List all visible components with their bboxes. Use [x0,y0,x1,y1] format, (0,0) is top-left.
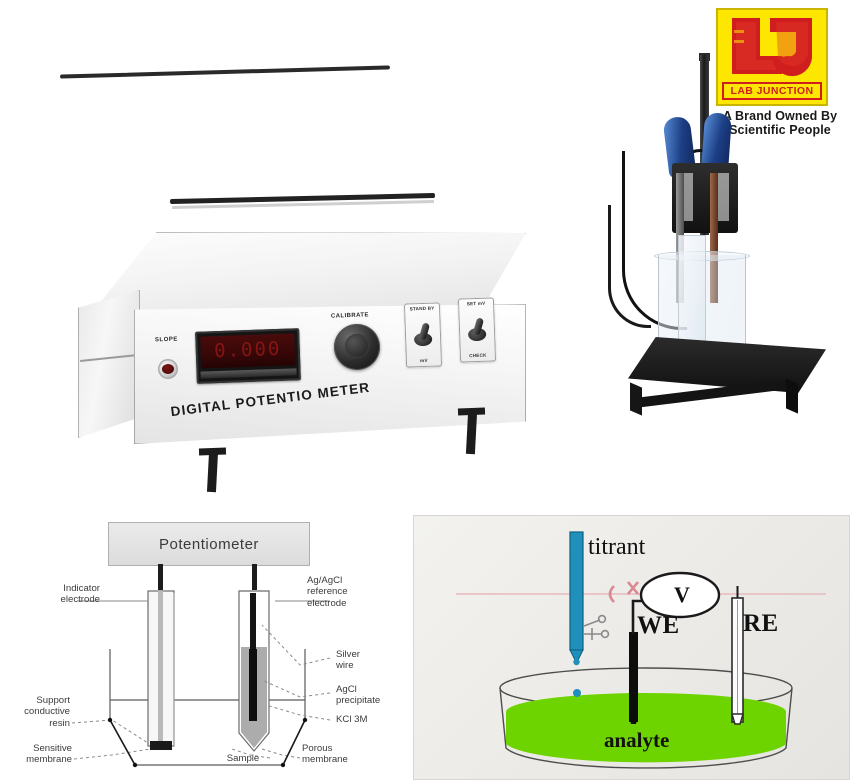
led-glow [161,363,175,375]
label-line: wire [336,660,354,672]
switch-right-top-label: SET mV [466,300,486,307]
label-working-electrode: WE [637,612,680,639]
titration-cell-diagram: V [413,515,850,780]
label-line: electrode [307,597,347,609]
label-line: Sensitive [33,743,72,754]
led-display: 0.000 [195,328,301,384]
switch-plate-left: STAND BY mV [403,302,443,368]
label-line: reference [307,586,348,598]
meter-left-side-panel [78,290,140,438]
label-sensitive-membrane: Sensitive membrane [0,743,72,766]
label-titrant: titrant [588,534,646,560]
label-line: conductive [24,706,70,718]
label-line: membrane [302,754,348,766]
titration-graphics [456,531,826,769]
electrode-cable-2 [608,205,651,328]
label-support-conductive-resin: Support conductive resin [0,695,70,729]
label-kcl: KCl 3M [336,714,368,725]
switch-plate-right: SET mV CHECK [457,297,497,363]
meter-leg-rear-foot [457,407,486,416]
switch-left-bottom-label: mV [420,357,428,364]
brand-logo: LAB JUNCTION A Brand Owned By Scientific… [716,8,844,138]
toggle-switch-right[interactable] [467,317,488,343]
stand-base-right-lip [786,378,798,414]
label-agcl-precipitate: AgCl precipitate [336,684,408,707]
electrode-shaft-reference [710,173,718,303]
label-line: resin [49,717,70,729]
brand-tagline-line2: Scientific People [729,123,831,137]
stand-base-left-lip [630,382,642,416]
display-reading: 0.000 [213,337,282,363]
label-line: Silver [336,649,360,660]
logo-lj-mark [716,10,828,82]
label-line: Ag/AgCl [307,575,343,586]
label-line: membrane [26,754,72,766]
label-indicator-electrode: Indicator electrode [8,583,100,606]
logo-caption-text: LAB JUNCTION [730,84,814,97]
label-sample: Sample [226,753,260,764]
label-silver-wire: Silver wire [336,649,406,672]
toggle-switch-left[interactable] [413,322,434,348]
label-line: electrode [60,594,100,606]
display-glass: 0.000 [200,333,296,369]
knob-inner-cap [344,333,370,359]
brand-tagline-line1: A Brand Owned By [722,109,838,123]
meter-top-trim [60,65,390,79]
brand-tagline: A Brand Owned By Scientific People [714,109,846,137]
label-line: Support [36,695,70,706]
electrode-guard-tube [678,235,706,359]
label-line: Indicator [63,583,100,594]
meter-leg-front-foot [198,447,227,456]
potentiometer-box: Potentiometer [108,522,310,566]
logo-caption-bar: LAB JUNCTION [722,82,822,100]
voltmeter-label: V [674,582,690,607]
electrode-stand-photo [600,53,850,425]
label-analyte: analyte [604,728,670,752]
label-reference-electrode-re: RE [743,610,779,637]
display-bezel-lip [200,368,297,379]
electrode-schematic-diagram: Potentiometer [0,515,410,780]
switch-right-bottom-label: CHECK [469,352,487,359]
label-porous-membrane: Porous membrane [302,743,382,766]
potentiometer-box-label: Potentiometer [159,535,259,553]
schematic-lines [71,564,331,768]
digital-potentiometer-photo [78,232,548,502]
label-reference-electrode: Ag/AgCl reference electrode [307,575,405,609]
label-line: precipitate [336,695,381,707]
clamp-slot-right [716,173,729,221]
slope-label: SLOPE [154,336,178,344]
label-line: AgCl [336,684,357,695]
switch-left-top-label: STAND BY [409,305,435,312]
label-line: Porous [302,743,333,754]
